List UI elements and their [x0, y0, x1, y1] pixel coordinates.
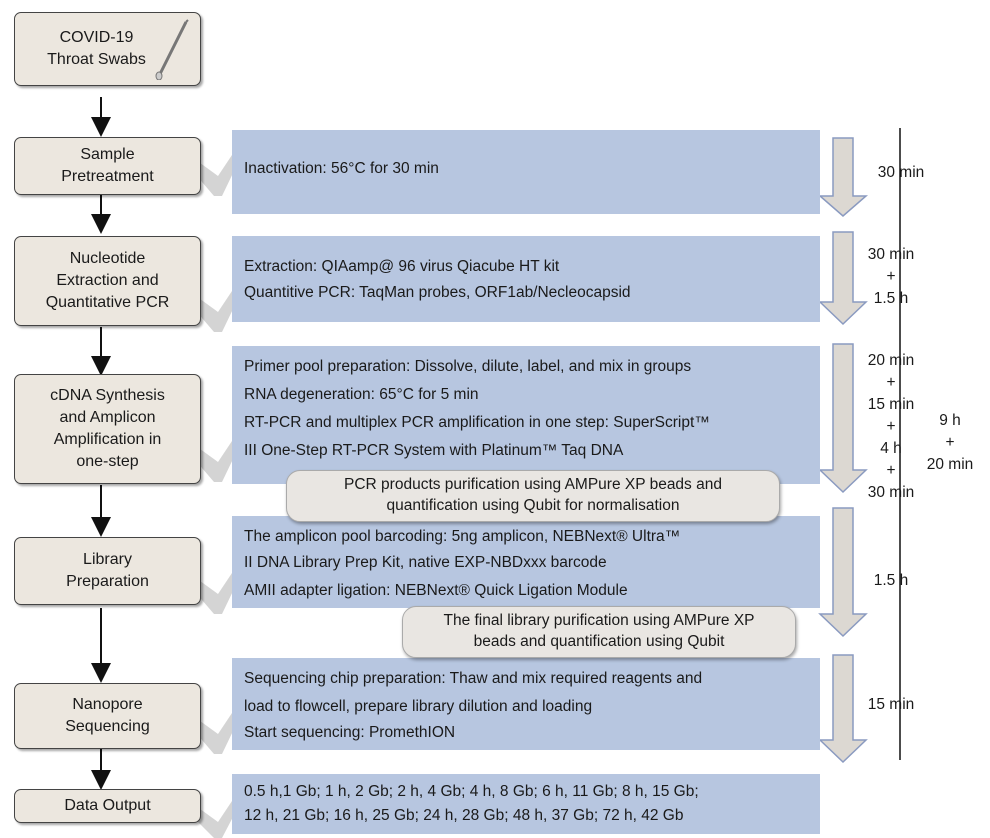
- time-total: 9 h + 20 min: [926, 412, 974, 473]
- detail-line: Extraction: QIAamp@ 96 virus Qiacube HT …: [244, 258, 560, 275]
- duration-arrow-cdna: [818, 343, 868, 494]
- step-cdna-synthesis-label: cDNA Synthesis and Amplicon Amplificatio…: [50, 387, 165, 470]
- step-data-output: Data Output: [14, 789, 201, 823]
- detail-line: Quantitive PCR: TaqMan probes, ORF1ab/Ne…: [244, 284, 631, 301]
- detail-extraction: Extraction: QIAamp@ 96 virus Qiacube HT …: [232, 236, 820, 322]
- detail-cdna: Primer pool preparation: Dissolve, dilut…: [232, 346, 820, 484]
- step-nanopore-sequencing-label: Nanopore Sequencing: [65, 696, 150, 735]
- time-extraction: 30 min + 1.5 h: [867, 246, 915, 307]
- detail-sequencing: Sequencing chip preparation: Thaw and mi…: [232, 658, 820, 750]
- detail-line: 12 h, 21 Gb; 16 h, 25 Gb; 24 h, 28 Gb; 4…: [244, 807, 684, 824]
- detail-line: RT-PCR and multiplex PCR amplification i…: [244, 414, 710, 431]
- detail-library: The amplicon pool barcoding: 5ng amplico…: [232, 516, 820, 608]
- detail-line: Inactivation: 56°C for 30 min: [244, 160, 439, 177]
- duration-arrow-pretreatment: [817, 137, 869, 217]
- step-cdna-synthesis: cDNA Synthesis and Amplicon Amplificatio…: [14, 374, 201, 484]
- detail-pretreatment: Inactivation: 56°C for 30 min: [232, 130, 820, 214]
- step-data-output-label: Data Output: [64, 797, 151, 814]
- time-sequencing: 15 min: [867, 696, 915, 713]
- detail-line: The amplicon pool barcoding: 5ng amplico…: [244, 528, 681, 545]
- detail-line: 0.5 h,1 Gb; 1 h, 2 Gb; 2 h, 4 Gb; 4 h, 8…: [244, 783, 699, 800]
- detail-line: Sequencing chip preparation: Thaw and mi…: [244, 670, 703, 687]
- step-nucleotide-extraction-label: Nucleotide Extraction and Quantitative P…: [45, 250, 170, 311]
- step-covid-swabs: COVID-19 Throat Swabs: [14, 12, 201, 86]
- step-nanopore-sequencing: Nanopore Sequencing: [14, 683, 201, 749]
- detail-line: RNA degeneration: 65°C for 5 min: [244, 386, 479, 403]
- duration-arrow-extraction: [818, 231, 868, 326]
- time-pretreatment: 30 min: [877, 164, 925, 181]
- detail-line: III One-Step RT-PCR System with Platinum…: [244, 442, 624, 459]
- time-library: 1.5 h: [873, 572, 909, 589]
- detail-line: AMII adapter ligation: NEBNext® Quick Li…: [244, 582, 628, 599]
- detail-line: load to flowcell, prepare library diluti…: [244, 698, 593, 715]
- swab-icon: [155, 19, 189, 80]
- detail-line: Start sequencing: PromethION: [244, 724, 456, 741]
- time-cdna: 20 min + 15 min + 4 h + 30 min: [867, 352, 915, 501]
- duration-arrow-sequencing: [818, 654, 868, 764]
- step-nucleotide-extraction: Nucleotide Extraction and Quantitative P…: [14, 236, 201, 326]
- note-pcr-purification: PCR products purification using AMPure X…: [286, 470, 780, 522]
- note-library-purification: The final library purification using AMP…: [402, 606, 796, 658]
- step-sample-pretreatment: Sample Pretreatment: [14, 137, 201, 195]
- step-library-preparation: Library Preparation: [14, 537, 201, 605]
- duration-arrow-library: [818, 507, 868, 638]
- detail-output: 0.5 h,1 Gb; 1 h, 2 Gb; 2 h, 4 Gb; 4 h, 8…: [232, 774, 820, 834]
- detail-line: Primer pool preparation: Dissolve, dilut…: [244, 358, 692, 375]
- step-library-preparation-label: Library Preparation: [66, 551, 149, 590]
- step-covid-swabs-label: COVID-19 Throat Swabs: [47, 29, 146, 68]
- step-sample-pretreatment-label: Sample Pretreatment: [61, 146, 154, 185]
- detail-line: II DNA Library Prep Kit, native EXP-NBDx…: [244, 554, 607, 571]
